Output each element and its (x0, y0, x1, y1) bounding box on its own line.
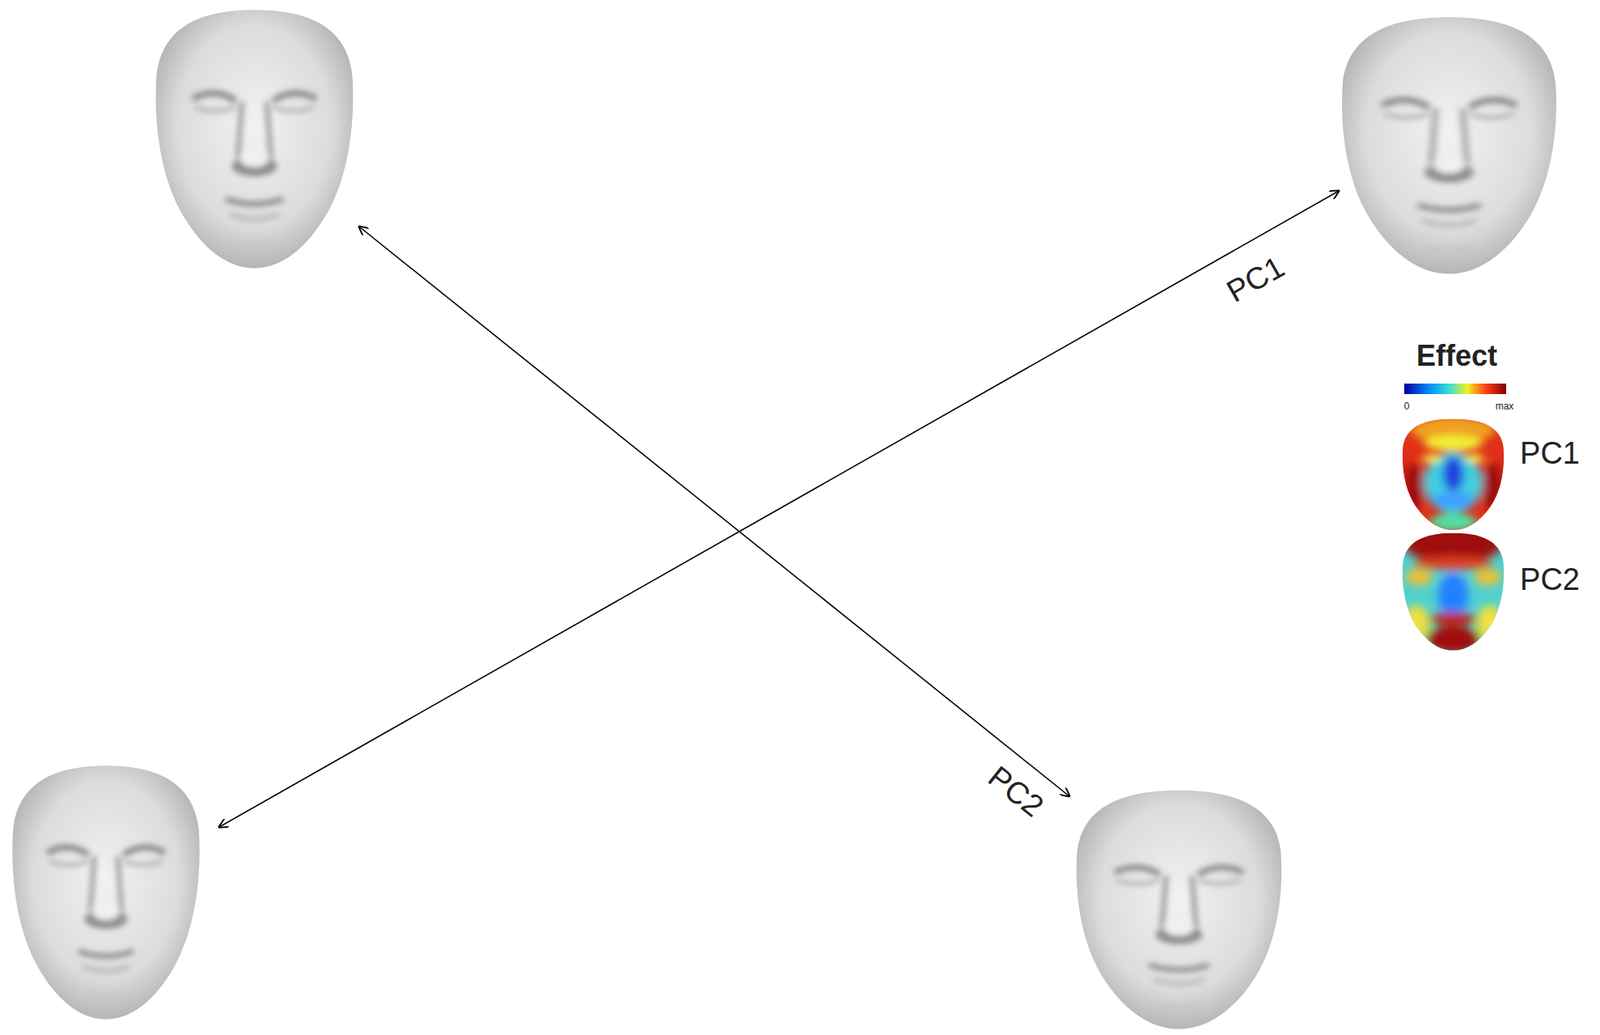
pc-axis-arrow (359, 226, 1070, 796)
legend-label: PC1 (1519, 437, 1580, 469)
face-render (156, 9, 354, 268)
legend-title: Effect (1416, 341, 1498, 371)
legend-label: PC2 (1519, 563, 1580, 595)
heatmap-face (1400, 416, 1507, 531)
face-render (1076, 790, 1282, 1029)
axis-label: PC2 (982, 760, 1049, 822)
face-render (1341, 16, 1557, 274)
colorbar (1404, 383, 1507, 394)
scale-tick: max (1495, 401, 1515, 411)
pc-axis-arrow (219, 190, 1339, 827)
axis-label: PC1 (1221, 250, 1289, 308)
face-render (12, 765, 199, 1019)
scale-tick: 0 (1404, 401, 1410, 411)
heatmap-face (1400, 521, 1507, 654)
